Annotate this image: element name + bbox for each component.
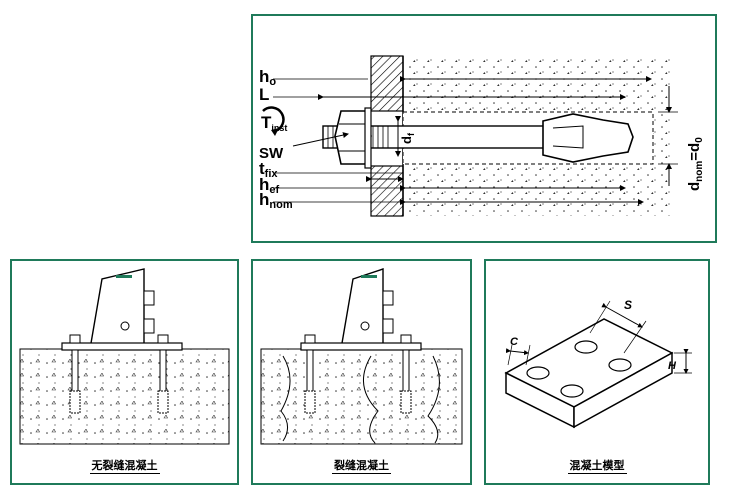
washer [364, 107, 372, 169]
uncracked-concrete-panel: 无裂缝混凝土 [10, 259, 239, 485]
expansion-clip [542, 113, 634, 163]
caption-uncracked: 无裂缝混凝土 [89, 459, 160, 474]
crack-line [427, 355, 440, 444]
label-tinst: Tinst [261, 113, 287, 133]
label-tfix: tfix [259, 159, 278, 180]
crack-line [362, 355, 379, 444]
label-dnom-d0: dnom=d0 [686, 137, 705, 191]
concrete-slab-side [573, 351, 673, 429]
concrete-block [260, 348, 463, 445]
caption-model: 混凝土模型 [567, 459, 627, 474]
angle-bracket [89, 268, 145, 350]
anchor-left [304, 334, 316, 414]
concrete-model-drawing: S C H [504, 298, 692, 429]
crack-line [280, 355, 291, 442]
label-l: L [259, 85, 269, 104]
anchor-right [400, 334, 412, 414]
anchor-hole [608, 358, 632, 372]
anchor-dimension-panel: ho L Tinst SW tfix hef hnom df dnom=d0 [251, 14, 717, 243]
label-hnom: hnom [259, 190, 293, 211]
concrete-block [19, 348, 230, 445]
uncracked-concrete-drawing [19, 268, 230, 445]
cracked-concrete-panel: 裂缝混凝土 [251, 259, 472, 485]
fixture-plate-bottom [370, 165, 404, 217]
torque-icon [262, 106, 285, 133]
caption-cracked: 裂缝混凝土 [332, 459, 391, 474]
label-s: S [624, 298, 632, 312]
fixture-plate-top [370, 55, 404, 112]
label-h0: ho [259, 67, 276, 88]
anchor-hole [560, 384, 584, 398]
anchor-right [157, 334, 169, 414]
label-sw: SW [259, 145, 284, 162]
anchor-hole [526, 366, 550, 380]
label-h: H [668, 360, 677, 372]
angle-bracket [340, 268, 384, 350]
label-hef: hef [259, 175, 280, 196]
anchor-dimension-drawing: ho L Tinst SW tfix hef hnom df dnom=d0 [259, 55, 705, 217]
label-df: df [399, 132, 416, 144]
anchor-hole [574, 340, 598, 354]
label-c: C [510, 336, 519, 348]
anchor-left [69, 334, 81, 414]
concrete-model-panel: S C H 混凝土模型 [484, 259, 710, 485]
cracked-concrete-drawing [260, 268, 463, 445]
